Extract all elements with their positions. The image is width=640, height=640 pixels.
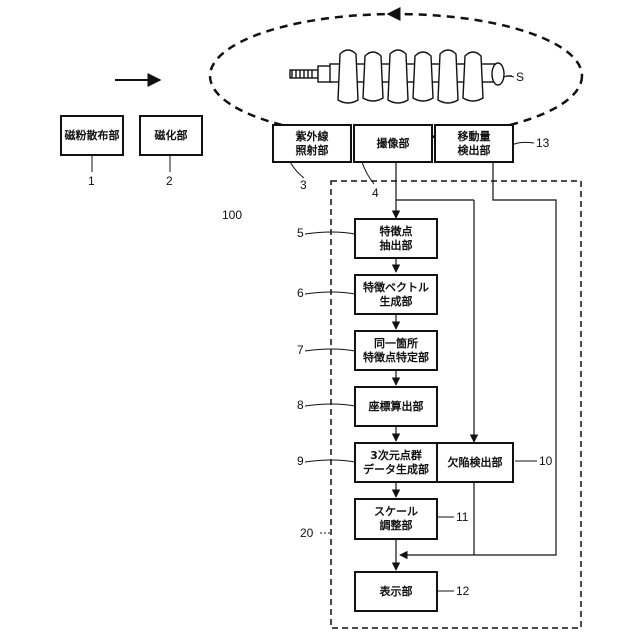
ref-11: 11: [456, 510, 468, 524]
feature-vector-generator-box: 特徴ベクトル 生成部: [354, 274, 438, 315]
ref-s: S: [516, 70, 524, 84]
uv-irradiator-box: 紫外線 照射部: [272, 124, 352, 163]
ref-12: 12: [456, 584, 469, 598]
ref-9: 9: [297, 454, 304, 468]
magnetic-powder-spreader-box: 磁粉散布部: [60, 115, 124, 156]
imaging-unit-box: 撮像部: [353, 124, 433, 163]
ref-10: 10: [539, 454, 552, 468]
feature-point-extractor-box: 特徴点 抽出部: [354, 218, 438, 259]
ref-3: 3: [300, 178, 307, 192]
ref-1: 1: [88, 174, 95, 188]
movement-detector-box: 移動量 検出部: [434, 124, 514, 163]
defect-detector-box: 欠陥検出部: [436, 442, 514, 483]
display-unit-box: 表示部: [354, 571, 438, 612]
magnetizer-box: 磁化部: [139, 115, 203, 156]
ref-8: 8: [297, 398, 304, 412]
ref-6: 6: [297, 286, 304, 300]
ref-13: 13: [536, 136, 549, 150]
ref-7: 7: [297, 343, 304, 357]
coordinate-calculator-box: 座標算出部: [354, 386, 438, 427]
same-location-identifier-box: 同一箇所 特徴点特定部: [354, 330, 438, 371]
ref-4: 4: [372, 186, 379, 200]
scale-adjuster-box: スケール 調整部: [354, 498, 438, 540]
crankshaft-illustration: [290, 50, 512, 103]
ref-5: 5: [297, 226, 304, 240]
ref-20: 20: [300, 526, 313, 540]
ref-2: 2: [166, 174, 173, 188]
point-cloud-generator-box: 3次元点群 データ生成部: [354, 442, 438, 483]
ref-100: 100: [222, 208, 242, 222]
